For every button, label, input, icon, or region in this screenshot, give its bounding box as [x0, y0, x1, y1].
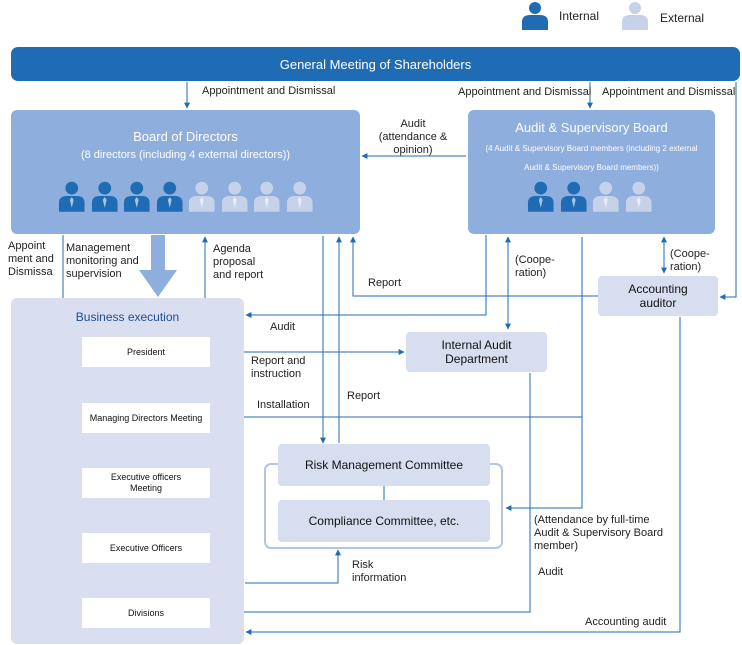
divisions-label: Divisions [127, 607, 164, 618]
internal-audit-line2: Department [445, 352, 508, 366]
internal-audit-line1: Internal Audit [441, 338, 512, 352]
accounting-auditor-line1: Accounting [628, 282, 688, 296]
executive-officers-label: Executive Officers [109, 542, 183, 553]
external-person-icon [286, 181, 313, 212]
accounting-auditor-box: Accounting auditor [598, 276, 718, 316]
internal-person-icon [156, 181, 183, 212]
cooperation-left-label: (Coope-ration) [515, 254, 555, 279]
accounting-auditor-line2: auditor [639, 296, 677, 310]
president-label: President [126, 346, 166, 357]
executive-officers-box: Executive Officers [82, 533, 210, 563]
internal-person-icon [123, 181, 150, 212]
compliance-committee-box: Compliance Committee, etc. [278, 500, 490, 542]
external-person-icon [622, 2, 648, 30]
report-mid-label: Report [347, 390, 381, 402]
board-of-directors-title: Board of Directors [133, 129, 238, 144]
board-directors-people [57, 180, 317, 212]
risk-management-committee-box: Risk Management Committee [278, 444, 490, 486]
audit-board-people [526, 180, 656, 212]
compliance-committee-label: Compliance Committee, etc. [308, 514, 460, 528]
business-execution-title: Business execution [75, 310, 180, 324]
external-person-icon [221, 181, 248, 212]
legend-external-label: External [660, 11, 705, 25]
appointment-right-label: Appointment and Dismissal [602, 86, 736, 98]
audit-board-title: Audit & Supervisory Board [515, 120, 668, 135]
external-person-icon [188, 181, 215, 212]
audit-bottom-label: Audit [538, 566, 564, 578]
internal-person-icon [58, 181, 85, 212]
executive-officers-meeting-label-2: Meeting [129, 483, 163, 493]
general-meeting-box: General Meeting of Shareholders [11, 47, 740, 81]
internal-person-icon [91, 181, 118, 212]
managing-directors-meeting-label: Managing Directors Meeting [89, 412, 203, 423]
audit-board-subtitle-1: (4 Audit & Supervisory Board members (in… [485, 144, 698, 153]
risk-management-committee-label: Risk Management Committee [304, 458, 464, 472]
audit-supervisory-board-box: Audit & Supervisory Board (4 Audit & Sup… [468, 110, 715, 234]
audit-mid-label: Audit [270, 321, 296, 333]
board-of-directors-subtitle: (8 directors (including 4 external direc… [80, 149, 291, 161]
president-box: President [82, 337, 210, 367]
cooperation-right-label: (Coope-ration) [670, 248, 710, 273]
internal-person-icon [527, 181, 554, 212]
internal-person-icon [560, 181, 587, 212]
appointment-mid-label: Appointment and Dismissal [458, 86, 592, 98]
report-top-label: Report [368, 277, 402, 289]
audit-opinion-label: Audit(attendance &opinion) [378, 118, 448, 156]
appointment-left-label: Appointment and Dismissal [202, 85, 336, 97]
external-person-icon [625, 181, 652, 212]
external-person-icon [592, 181, 619, 212]
board-of-directors-box: Board of Directors (8 directors (includi… [11, 110, 360, 234]
executive-officers-meeting-label-1: Executive officers [110, 472, 182, 482]
internal-audit-department-box: Internal Audit Department [406, 332, 547, 372]
managing-directors-meeting-box: Managing Directors Meeting [82, 403, 210, 433]
external-person-icon [253, 181, 280, 212]
internal-person-icon [522, 2, 548, 30]
accounting-audit-label: Accounting audit [585, 616, 667, 628]
legend-internal-label: Internal [559, 9, 600, 23]
installation-label: Installation [257, 399, 310, 411]
divisions-box: Divisions [82, 598, 210, 628]
audit-board-subtitle-2: Audit & Supervisory Board members)) [524, 163, 659, 172]
executive-officers-meeting-box: Executive officers Meeting [82, 468, 210, 498]
general-meeting-label: General Meeting of Shareholders [279, 56, 472, 72]
